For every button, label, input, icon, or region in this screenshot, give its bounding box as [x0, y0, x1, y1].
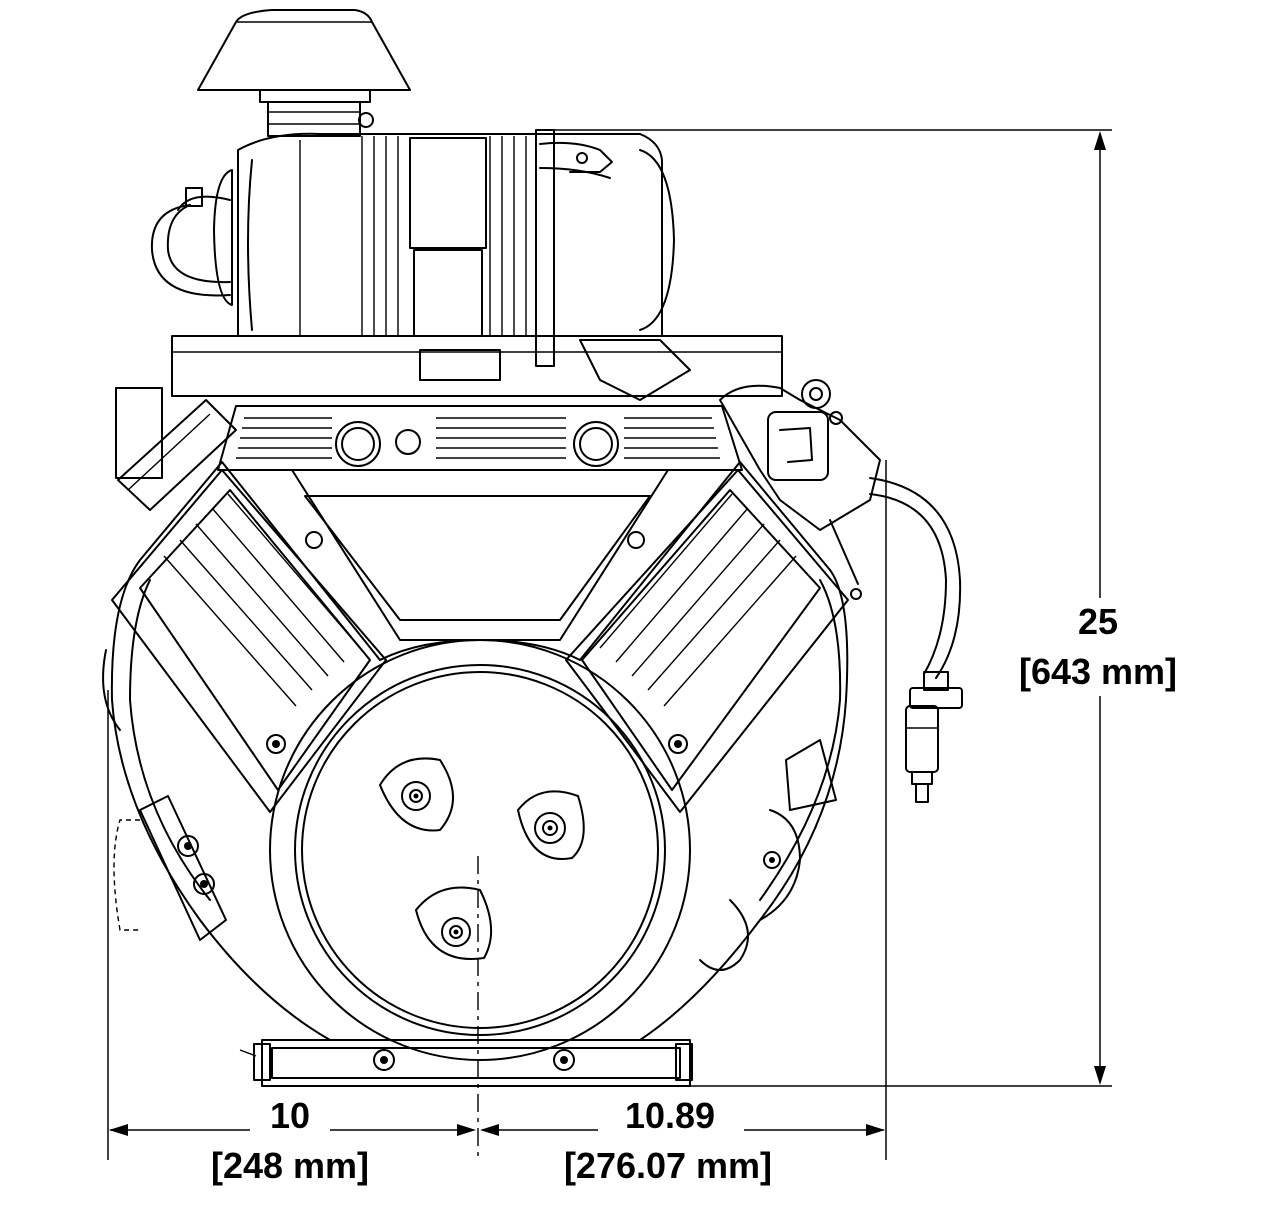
- left-width-metric: [248 mm]: [211, 1145, 369, 1186]
- ignition-bracket: [719, 379, 881, 600]
- right-width-metric: [276.07 mm]: [564, 1145, 772, 1186]
- flywheel-screen: [269, 639, 691, 1061]
- left-starter-bracket: [102, 649, 227, 941]
- air-cleaner-housing: [213, 129, 675, 367]
- top-cooling-fins: [217, 405, 743, 471]
- air-intake-cap: [197, 9, 411, 137]
- fuel-line: [869, 477, 962, 691]
- left-cylinder-head: [111, 399, 387, 813]
- breather-hose: [150, 187, 231, 297]
- center-v-plate: [291, 469, 669, 641]
- right-side-components: [699, 739, 837, 971]
- height-dimension-value: 25: [1078, 601, 1118, 642]
- engine-drawing: [102, 9, 963, 1160]
- screen-mount-3: [415, 886, 493, 960]
- right-width-value: 10.89: [625, 1095, 715, 1136]
- right-cylinder-head: [565, 469, 849, 813]
- engine-base: [239, 1039, 693, 1087]
- screen-mount-2: [517, 790, 585, 860]
- height-dimension: 25 [643 mm]: [540, 129, 1177, 1087]
- crankcase-body: [110, 461, 849, 1041]
- blower-housing-top: [115, 335, 783, 479]
- screen-mount-1: [379, 757, 454, 832]
- height-dimension-metric: [643 mm]: [1019, 651, 1177, 692]
- left-width-value: 10: [270, 1095, 310, 1136]
- fuel-filter: [905, 687, 963, 803]
- width-dimensions: 10 [248 mm] 10.89 [276.07 mm]: [107, 460, 887, 1186]
